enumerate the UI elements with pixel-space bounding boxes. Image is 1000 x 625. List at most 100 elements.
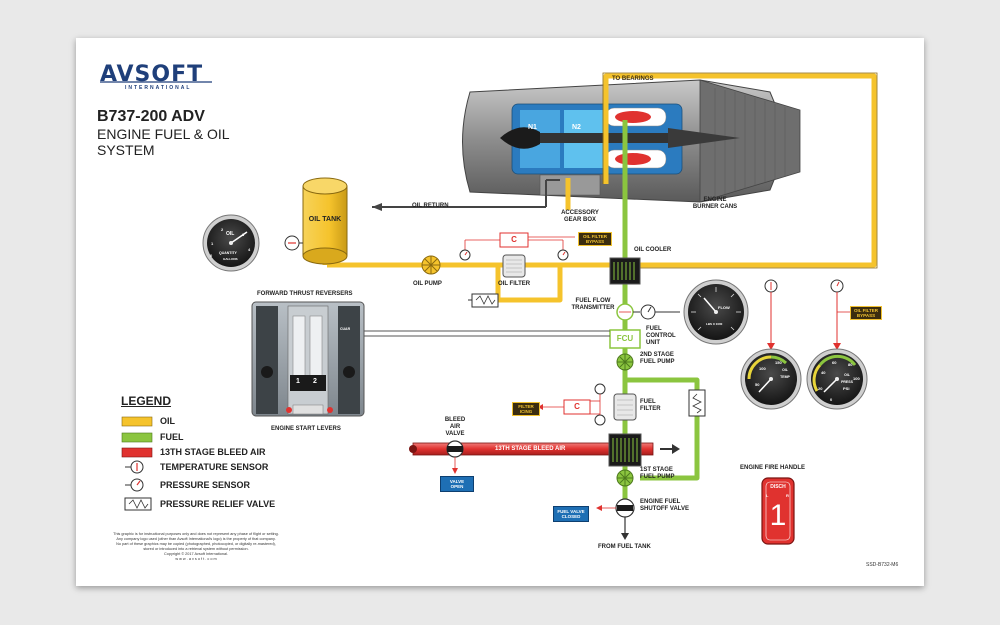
accessory-gear-box-label: ACCESSORY GEAR BOX: [561, 210, 599, 223]
from-fuel-tank-label: FROM FUEL TANK: [598, 544, 651, 550]
fuel-pressure-relief-valve: [688, 389, 706, 417]
oil-temp-sensor-return: [764, 279, 778, 350]
legend-swatches: [121, 416, 153, 458]
legend-item-pressure-relief-valve: PRESSURE RELIEF VALVE: [160, 499, 276, 509]
page-subtitle: ENGINE FUEL & OIL SYSTEM: [97, 126, 229, 158]
oil-press-gauge: [806, 348, 868, 410]
oil-filter: [502, 254, 526, 278]
oil-filter-bypass-tag-2: OIL FILTER BYPASS: [850, 306, 882, 320]
oil-press-tick-100: 100: [853, 376, 860, 381]
oil-press-gauge-unit: PSI: [843, 386, 850, 391]
engine-fuel-shutoff-valve-label: ENGINE FUEL SHUTOFF VALVE: [640, 499, 690, 512]
oil-press-tick-0: 0: [830, 397, 833, 402]
disclaimer-line-4: stored or introduced into a retrieval sy…: [143, 547, 249, 551]
oil-pump-label: OIL PUMP: [413, 281, 442, 287]
disclaimer: This graphic is for instructional purpos…: [96, 532, 296, 562]
fire-handle-disch-label: DISCH: [770, 484, 786, 490]
oil-pressure-sensor-left: [459, 249, 471, 261]
oil-line-outline: [602, 72, 878, 269]
page-title: B737-200 ADV: [97, 108, 205, 125]
n1-label: N1: [528, 124, 537, 131]
engine-fire-handle: [761, 477, 795, 545]
lever-linkages: [362, 321, 610, 337]
oil-temp-gauge-title: OIL TEMP: [780, 368, 790, 379]
start-lever-1-label: 1: [296, 378, 300, 385]
fuel-control-unit-label: FUEL CONTROL UNIT: [646, 326, 676, 346]
panel-label: CUAR: [340, 327, 351, 331]
oil-gauge-tick-2: 2: [221, 227, 224, 232]
oil-temp-gauge: [740, 348, 802, 410]
fuel-flow-signal: [640, 304, 680, 320]
fuel-valve-closed-tag: FUEL VALVE CLOSED: [553, 506, 589, 522]
legend-item-bleed-air: 13TH STAGE BLEED AIR: [160, 447, 266, 457]
valve-open-tag: VALVE OPEN: [440, 476, 474, 492]
legend-item-pressure-sensor: PRESSURE SENSOR: [160, 480, 251, 490]
start-lever-2-label: 2: [313, 378, 317, 385]
legend-item-fuel: FUEL: [160, 432, 184, 442]
second-stage-pump-label: 2ND STAGE FUEL PUMP: [640, 352, 675, 365]
oil-gauge-tick-3: 3: [242, 232, 245, 237]
oil-press-sensor-return: [830, 279, 850, 350]
oil-gauge-tick-1: 1: [211, 241, 214, 246]
oil-gauge-tick-4: 4: [248, 247, 251, 252]
to-bearings-label: TO BEARINGS: [612, 76, 654, 82]
oil-return-label: OIL RETURN: [412, 203, 449, 209]
engine-fire-handle-label: ENGINE FIRE HANDLE: [740, 465, 806, 471]
oil-filter-bypass-switch: [464, 232, 575, 252]
fuel-flow-gauge: [683, 279, 749, 345]
oil-temperature-sensor: [284, 235, 303, 251]
avsoft-logo-sub: INTERNATIONAL: [125, 85, 192, 91]
bleed-air-duct: [409, 442, 680, 456]
legend-item-oil: OIL: [160, 416, 175, 426]
fuel-flow-transmitter: [616, 303, 640, 321]
oil-cooler-label: OIL COOLER: [634, 247, 672, 253]
oil-press-tick-60: 60: [832, 360, 837, 365]
disclaimer-line-1: This graphic is for instructional purpos…: [113, 532, 279, 536]
first-stage-pump-label: 1ST STAGE FUEL PUMP: [640, 467, 675, 480]
oil-pressure-sensor-right: [557, 249, 569, 261]
bleed-air-valve-label: BLEED AIR VALVE: [444, 417, 466, 437]
engine-burner-cans-label: ENGINE BURNER CANS: [692, 197, 738, 210]
throttle-quadrant: [251, 301, 365, 417]
fuel-flow-gauge-title: FLOW: [718, 305, 730, 310]
oil-pressure-relief-valve: [468, 293, 499, 308]
pressure-sensor-icon: [125, 478, 144, 492]
second-stage-fuel-pump: [616, 353, 634, 371]
oil-filter-bypass-tag-1: OIL FILTER BYPASS: [578, 232, 612, 246]
oil-pump: [421, 255, 441, 275]
oil-temp-tick-100: 100: [759, 366, 766, 371]
fcu-label: FCU: [616, 334, 634, 343]
bleed-air-duct-label: 13TH STAGE BLEED AIR: [495, 446, 566, 452]
oil-temp-tick-50: 50: [755, 382, 760, 387]
fuel-filter-label: FUEL FILTER: [640, 399, 661, 412]
forward-thrust-reversers-label: FORWARD THRUST REVERSERS: [257, 291, 353, 297]
fuel-filter: [613, 393, 637, 421]
oil-press-tick-40: 40: [821, 370, 826, 375]
fuel-heater: [608, 433, 642, 467]
oil-lines: [322, 73, 877, 303]
fuel-flow-gauge-unit: LBS X 1000: [706, 322, 723, 326]
avsoft-logo: AVSOFT: [100, 62, 204, 87]
fire-handle-number: 1: [769, 499, 787, 532]
website: w w w . a v s o f t . c o m: [175, 557, 217, 561]
oil-gauge-unit: GALLONS: [223, 257, 238, 261]
engine-fuel-shutoff-valve: [596, 498, 635, 540]
oil-gauge-tick-0: 0: [210, 253, 213, 258]
oil-gauge-subtitle: QUANTITY: [219, 251, 237, 255]
engine-start-levers-label: ENGINE START LEVERS: [271, 426, 341, 432]
oil-quantity-gauge: [202, 214, 260, 272]
fire-handle-r-label: R: [786, 493, 789, 498]
oil-temp-tick-150: 150: [775, 360, 782, 365]
oil-gauge-title: OIL: [226, 231, 235, 237]
temperature-sensor-icon: [125, 460, 144, 474]
oil-return-line: [372, 179, 560, 211]
fuel-flow-transmitter-label: FUEL FLOW TRANSMITTER: [571, 298, 615, 311]
first-stage-fuel-pump: [616, 469, 634, 487]
copyright: Copyright © 2017 Avsoft International.: [164, 552, 228, 556]
oil-press-tick-80: 80: [848, 362, 853, 367]
oil-filter-label: OIL FILTER: [498, 281, 531, 287]
fire-handle-l-label: L: [766, 493, 769, 498]
fuel-filter-c-label: C: [574, 402, 580, 411]
bleed-air-valve: [446, 440, 464, 474]
